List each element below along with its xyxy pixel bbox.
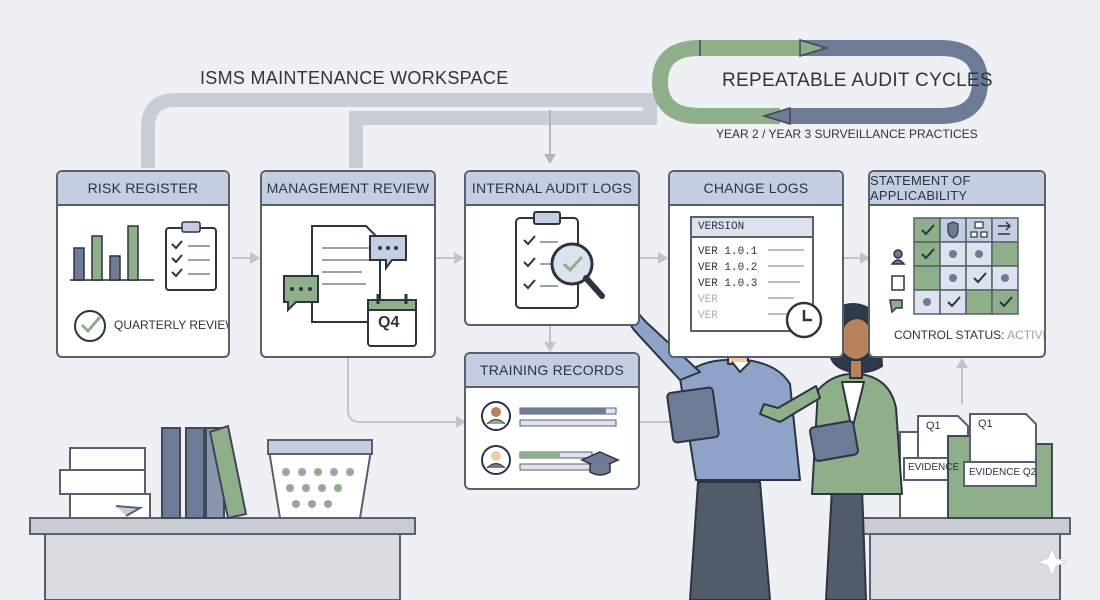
trainee-avatar-icon bbox=[481, 401, 511, 431]
person-man-pointing bbox=[615, 283, 801, 600]
calendar-icon bbox=[367, 294, 417, 347]
binders bbox=[161, 424, 248, 520]
folder-evidence-label: EVIDENCE bbox=[908, 462, 960, 473]
internal-audit-title: INTERNAL AUDIT LOGS bbox=[466, 172, 638, 206]
training-list bbox=[481, 401, 620, 476]
management-review-title: MANAGEMENT REVIEW bbox=[262, 172, 434, 206]
version-panel: VERSION bbox=[690, 216, 814, 332]
trainee-avatar-icon bbox=[481, 445, 511, 475]
right-desk bbox=[859, 517, 1071, 600]
internal-audit-card[interactable]: INTERNAL AUDIT LOGS bbox=[464, 170, 640, 326]
sparkle-icon bbox=[1036, 546, 1068, 578]
evidence-folders bbox=[899, 413, 1053, 519]
review-documents-icon bbox=[283, 225, 417, 347]
control-status-label: CONTROL STATUS: bbox=[894, 328, 1005, 342]
risk-register-card[interactable]: RISK REGISTER QUARTERLY REVIEW bbox=[56, 170, 230, 358]
check-icon bbox=[921, 224, 935, 236]
control-matrix bbox=[889, 217, 1019, 315]
version-item: VER 1.0.1 bbox=[698, 246, 758, 258]
version-item: VER bbox=[698, 310, 718, 322]
cycle-subtitle: YEAR 2 / YEAR 3 SURVEILLANCE PRACTICES bbox=[716, 127, 978, 141]
magnifier-icon bbox=[550, 242, 605, 299]
version-item: VER bbox=[698, 294, 718, 306]
management-review-card[interactable]: MANAGEMENT REVIEW Q4 bbox=[260, 170, 436, 358]
soa-card[interactable]: STATEMENT OF APPLICABILITY CONTROL STATU… bbox=[868, 170, 1046, 358]
bar-chart-icon bbox=[70, 221, 217, 342]
version-panel-header: VERSION bbox=[692, 218, 812, 238]
user-icon bbox=[890, 249, 906, 265]
version-item: VER 1.0.2 bbox=[698, 262, 758, 274]
clock-icon bbox=[785, 301, 823, 339]
desk-calendar-icon bbox=[266, 439, 374, 519]
risk-register-title: RISK REGISTER bbox=[58, 172, 228, 206]
left-desk bbox=[29, 424, 416, 600]
document-icon bbox=[891, 275, 905, 291]
paper-stack bbox=[59, 447, 151, 519]
check-circle-icon bbox=[74, 310, 106, 342]
folder-q1-tab: Q1 bbox=[926, 420, 941, 432]
training-records-title: TRAINING RECORDS bbox=[466, 354, 638, 388]
control-status: CONTROL STATUS: ACTIVE bbox=[894, 328, 1044, 342]
audit-clipboard-icon bbox=[515, 211, 605, 309]
chat-bubble-icon bbox=[283, 235, 407, 313]
folder-q1-tab: Q1 bbox=[978, 418, 993, 430]
flow-arrows bbox=[232, 257, 963, 423]
workspace-title: ISMS MAINTENANCE WORKSPACE bbox=[200, 68, 509, 88]
workflow-pipe bbox=[141, 93, 657, 168]
audit-cycle-loop bbox=[651, 38, 989, 126]
risk-register-caption: QUARTERLY REVIEW bbox=[114, 318, 230, 332]
quarter-label: Q4 bbox=[378, 314, 400, 331]
control-status-value: ACTIVE bbox=[1007, 328, 1044, 342]
change-logs-title: CHANGE LOGS bbox=[670, 172, 842, 206]
change-logs-card[interactable]: CHANGE LOGS VERSION VER 1.0.1 VER 1.0.2 … bbox=[668, 170, 844, 358]
soa-title: STATEMENT OF APPLICABILITY bbox=[870, 172, 1044, 206]
cycle-title: REPEATABLE AUDIT CYCLES bbox=[722, 70, 993, 91]
version-item: VER 1.0.3 bbox=[698, 278, 758, 290]
training-records-card[interactable]: TRAINING RECORDS bbox=[464, 352, 640, 490]
shield-icon bbox=[947, 221, 959, 239]
chat-icon bbox=[889, 299, 903, 314]
clipboard-checklist-icon bbox=[165, 221, 217, 291]
folder-evidence-q2-label: EVIDENCE Q2 bbox=[969, 467, 1037, 478]
version-lines bbox=[768, 249, 823, 339]
transfer-icon bbox=[998, 221, 1012, 235]
graduation-cap-icon bbox=[580, 451, 620, 476]
hierarchy-icon bbox=[970, 221, 988, 238]
